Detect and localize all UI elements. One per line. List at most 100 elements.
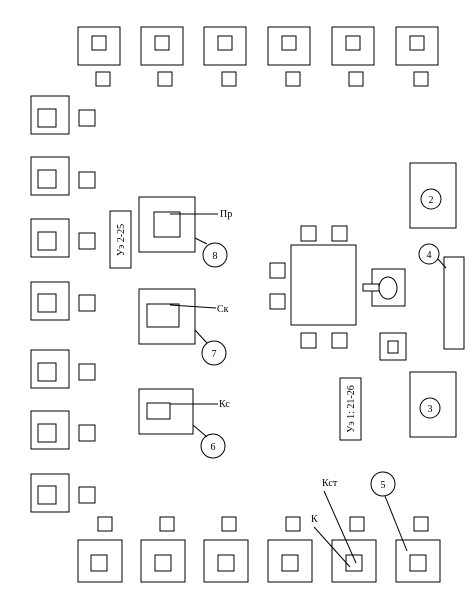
pedestal-left-1 — [78, 109, 96, 127]
pedestal-left-4 — [78, 294, 96, 312]
column-left-7 — [30, 473, 70, 513]
chair-top-right — [331, 225, 348, 242]
column-left-4-core — [37, 293, 57, 313]
column-top-6 — [395, 26, 439, 66]
pedestal-bottom-5 — [349, 516, 365, 532]
top-pedestal-row — [95, 71, 429, 87]
column-top-1 — [77, 26, 121, 66]
panel-right-label: Уэ 1: 21-26 — [346, 385, 357, 432]
chair-bottom-right — [331, 332, 348, 349]
pedestal-left-7 — [78, 486, 96, 504]
column-top-6-core — [409, 35, 425, 51]
equipment-pr-outer — [138, 196, 196, 253]
marker-3: 3 — [428, 404, 433, 415]
panel-left-frame — [109, 210, 132, 269]
panel-right-frame — [339, 377, 362, 441]
column-left-2 — [30, 156, 70, 196]
column-top-5 — [331, 26, 375, 66]
column-left-5 — [30, 349, 70, 389]
leader-sk — [169, 304, 217, 309]
bottom-column-row — [77, 539, 441, 583]
small-cabinet-core — [387, 340, 399, 354]
small-cabinet-frame — [379, 332, 407, 361]
pedestal-bottom-2 — [159, 516, 175, 532]
equipment-3-frame — [409, 371, 457, 438]
label-ks: Кс — [219, 399, 230, 410]
column-left-5-core — [37, 362, 57, 382]
column-left-1 — [30, 95, 70, 135]
pedestal-bottom-6 — [413, 516, 429, 532]
marker-7: 7 — [212, 349, 217, 360]
top-column-row — [77, 26, 439, 66]
marker-4: 4 — [427, 250, 432, 261]
equipment-ks-outer — [138, 388, 194, 435]
column-bottom-3 — [203, 539, 249, 583]
column-top-2-core — [154, 35, 170, 51]
column-top-2 — [140, 26, 184, 66]
kst-k-labels: Кст К — [311, 478, 357, 568]
column-top-4 — [267, 26, 311, 66]
column-left-4 — [30, 281, 70, 321]
chair-top-left — [300, 225, 317, 242]
device-dial-handle — [362, 283, 380, 292]
column-top-4-core — [281, 35, 297, 51]
column-left-1-core — [37, 108, 57, 128]
pedestal-top-2 — [157, 71, 173, 87]
column-bottom-6 — [395, 539, 441, 583]
column-bottom-1 — [77, 539, 123, 583]
marker-2: 2 — [429, 195, 434, 206]
marker-5-group: 5 — [370, 471, 408, 552]
equipment-ks-inner — [146, 402, 171, 420]
leader-marker-7 — [194, 329, 208, 344]
column-left-3 — [30, 218, 70, 258]
column-top-5-core — [345, 35, 361, 51]
marker-8: 8 — [213, 251, 218, 262]
pedestal-left-2 — [78, 171, 96, 189]
leader-marker-8 — [194, 237, 208, 245]
left-column-row — [30, 95, 96, 513]
column-left-3-core — [37, 231, 57, 251]
pedestal-bottom-1 — [97, 516, 113, 532]
panel-left-label: Уэ 2-25 — [116, 224, 127, 256]
column-bottom-6-core — [409, 554, 427, 572]
equipment-4-frame — [443, 256, 465, 350]
pedestal-left-5 — [78, 363, 96, 381]
marker-5-circle — [370, 471, 396, 497]
equipment-2: 2 — [409, 162, 457, 229]
marker-7-circle — [201, 340, 227, 366]
label-sk: Ск — [217, 304, 229, 315]
leader-k — [313, 526, 351, 568]
equipment-3: 3 — [409, 371, 457, 438]
marker-8-circle — [202, 242, 228, 268]
marker-2-circle — [420, 188, 442, 210]
marker-3-circle — [419, 397, 441, 419]
central-table-group — [269, 225, 357, 349]
equipment-sk: Ск 7 — [138, 288, 229, 366]
chair-left-top — [269, 262, 286, 279]
column-bottom-2 — [140, 539, 186, 583]
pedestal-left-6 — [78, 424, 96, 442]
small-cabinet — [379, 332, 407, 361]
column-bottom-3-core — [217, 554, 235, 572]
equipment-pr-inner — [153, 211, 181, 238]
equipment-pr: Пр 8 — [138, 196, 232, 268]
pedestal-top-4 — [285, 71, 301, 87]
leader-marker-5 — [384, 495, 408, 552]
label-kst: Кст — [322, 478, 338, 489]
column-left-6-core — [37, 423, 57, 443]
device-dial-knob — [378, 276, 398, 300]
pedestal-top-1 — [95, 71, 111, 87]
column-bottom-4-core — [281, 554, 299, 572]
leader-marker-4 — [437, 258, 447, 269]
label-pr: Пр — [220, 209, 232, 220]
equipment-sk-outer — [138, 288, 196, 345]
pedestal-top-3 — [221, 71, 237, 87]
equipment-2-frame — [409, 162, 457, 229]
chair-bottom-left — [300, 332, 317, 349]
bottom-pedestal-row — [97, 516, 429, 532]
equipment-4: 4 — [418, 243, 465, 350]
pedestal-top-6 — [413, 71, 429, 87]
column-bottom-4 — [267, 539, 313, 583]
marker-5: 5 — [381, 480, 386, 491]
